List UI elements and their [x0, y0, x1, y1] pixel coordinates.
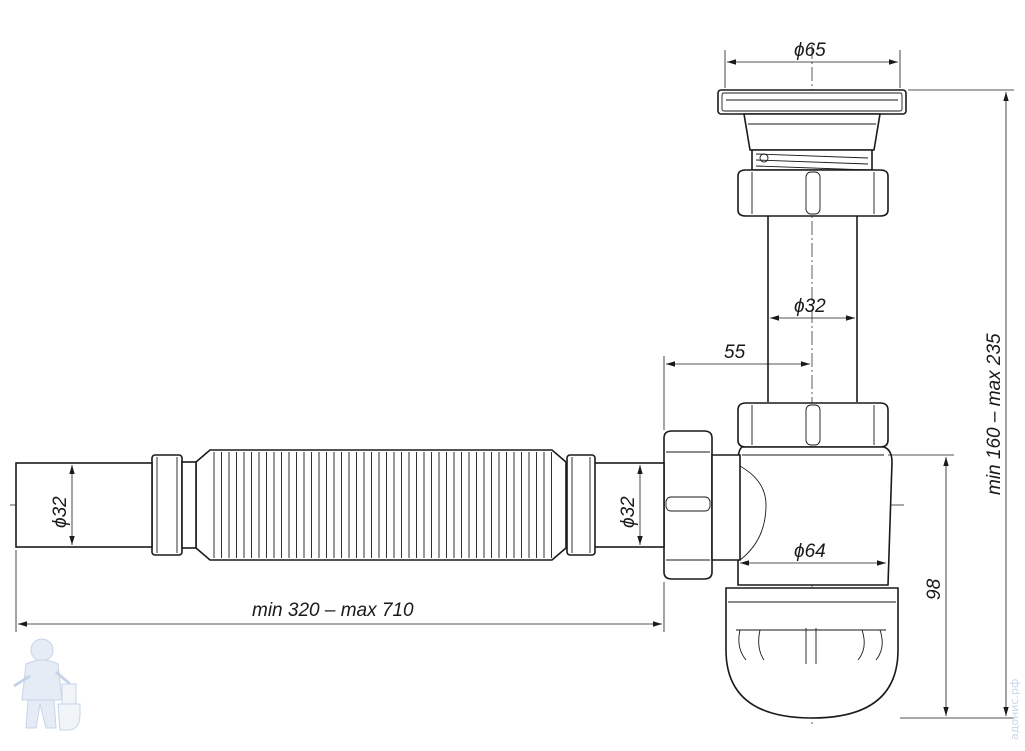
side-outlet-nut	[663, 430, 741, 580]
left-coupling	[151, 454, 197, 556]
dim-length-range: min 320 – max 710	[15, 550, 665, 632]
outlet-pipe-left	[15, 462, 153, 548]
outlet-pipe-right	[566, 454, 665, 556]
lower-nut	[737, 402, 889, 448]
height-range-label: min 160 – max 235	[984, 333, 1005, 495]
bottle-diameter-label: ϕ64	[794, 541, 826, 562]
upper-nut	[737, 169, 889, 217]
corrugated-hose	[195, 449, 567, 561]
dim-flange-diameter: ϕ65	[724, 40, 901, 88]
offset-label: 55	[724, 342, 746, 363]
flange-diameter-label: ϕ65	[794, 40, 826, 61]
dim-bottle-diameter: ϕ64	[740, 541, 886, 566]
bottle-height-label: 98	[924, 578, 945, 600]
outlet-left-diameter-label: ϕ32	[50, 496, 71, 528]
dim-height-range: min 160 – max 235	[900, 89, 1014, 719]
pipe-diameter-label: ϕ32	[794, 296, 826, 317]
drain-flange	[717, 89, 907, 171]
vertical-pipe	[767, 216, 858, 402]
length-range-label: min 320 – max 710	[252, 600, 414, 621]
watermark-site: адонис.рф	[1008, 679, 1021, 740]
outlet-right-diameter-label: ϕ32	[618, 496, 639, 528]
dim-pipe-diameter: ϕ32	[770, 296, 855, 321]
dim-offset: 55	[663, 342, 810, 430]
dim-outlet-right-diameter: ϕ32	[618, 465, 643, 545]
dim-outlet-left-diameter: ϕ32	[50, 465, 75, 545]
plumber-mascot-icon	[13, 638, 81, 731]
dim-bottle-height: 98	[888, 454, 954, 716]
bottle-trap-body	[711, 446, 899, 719]
